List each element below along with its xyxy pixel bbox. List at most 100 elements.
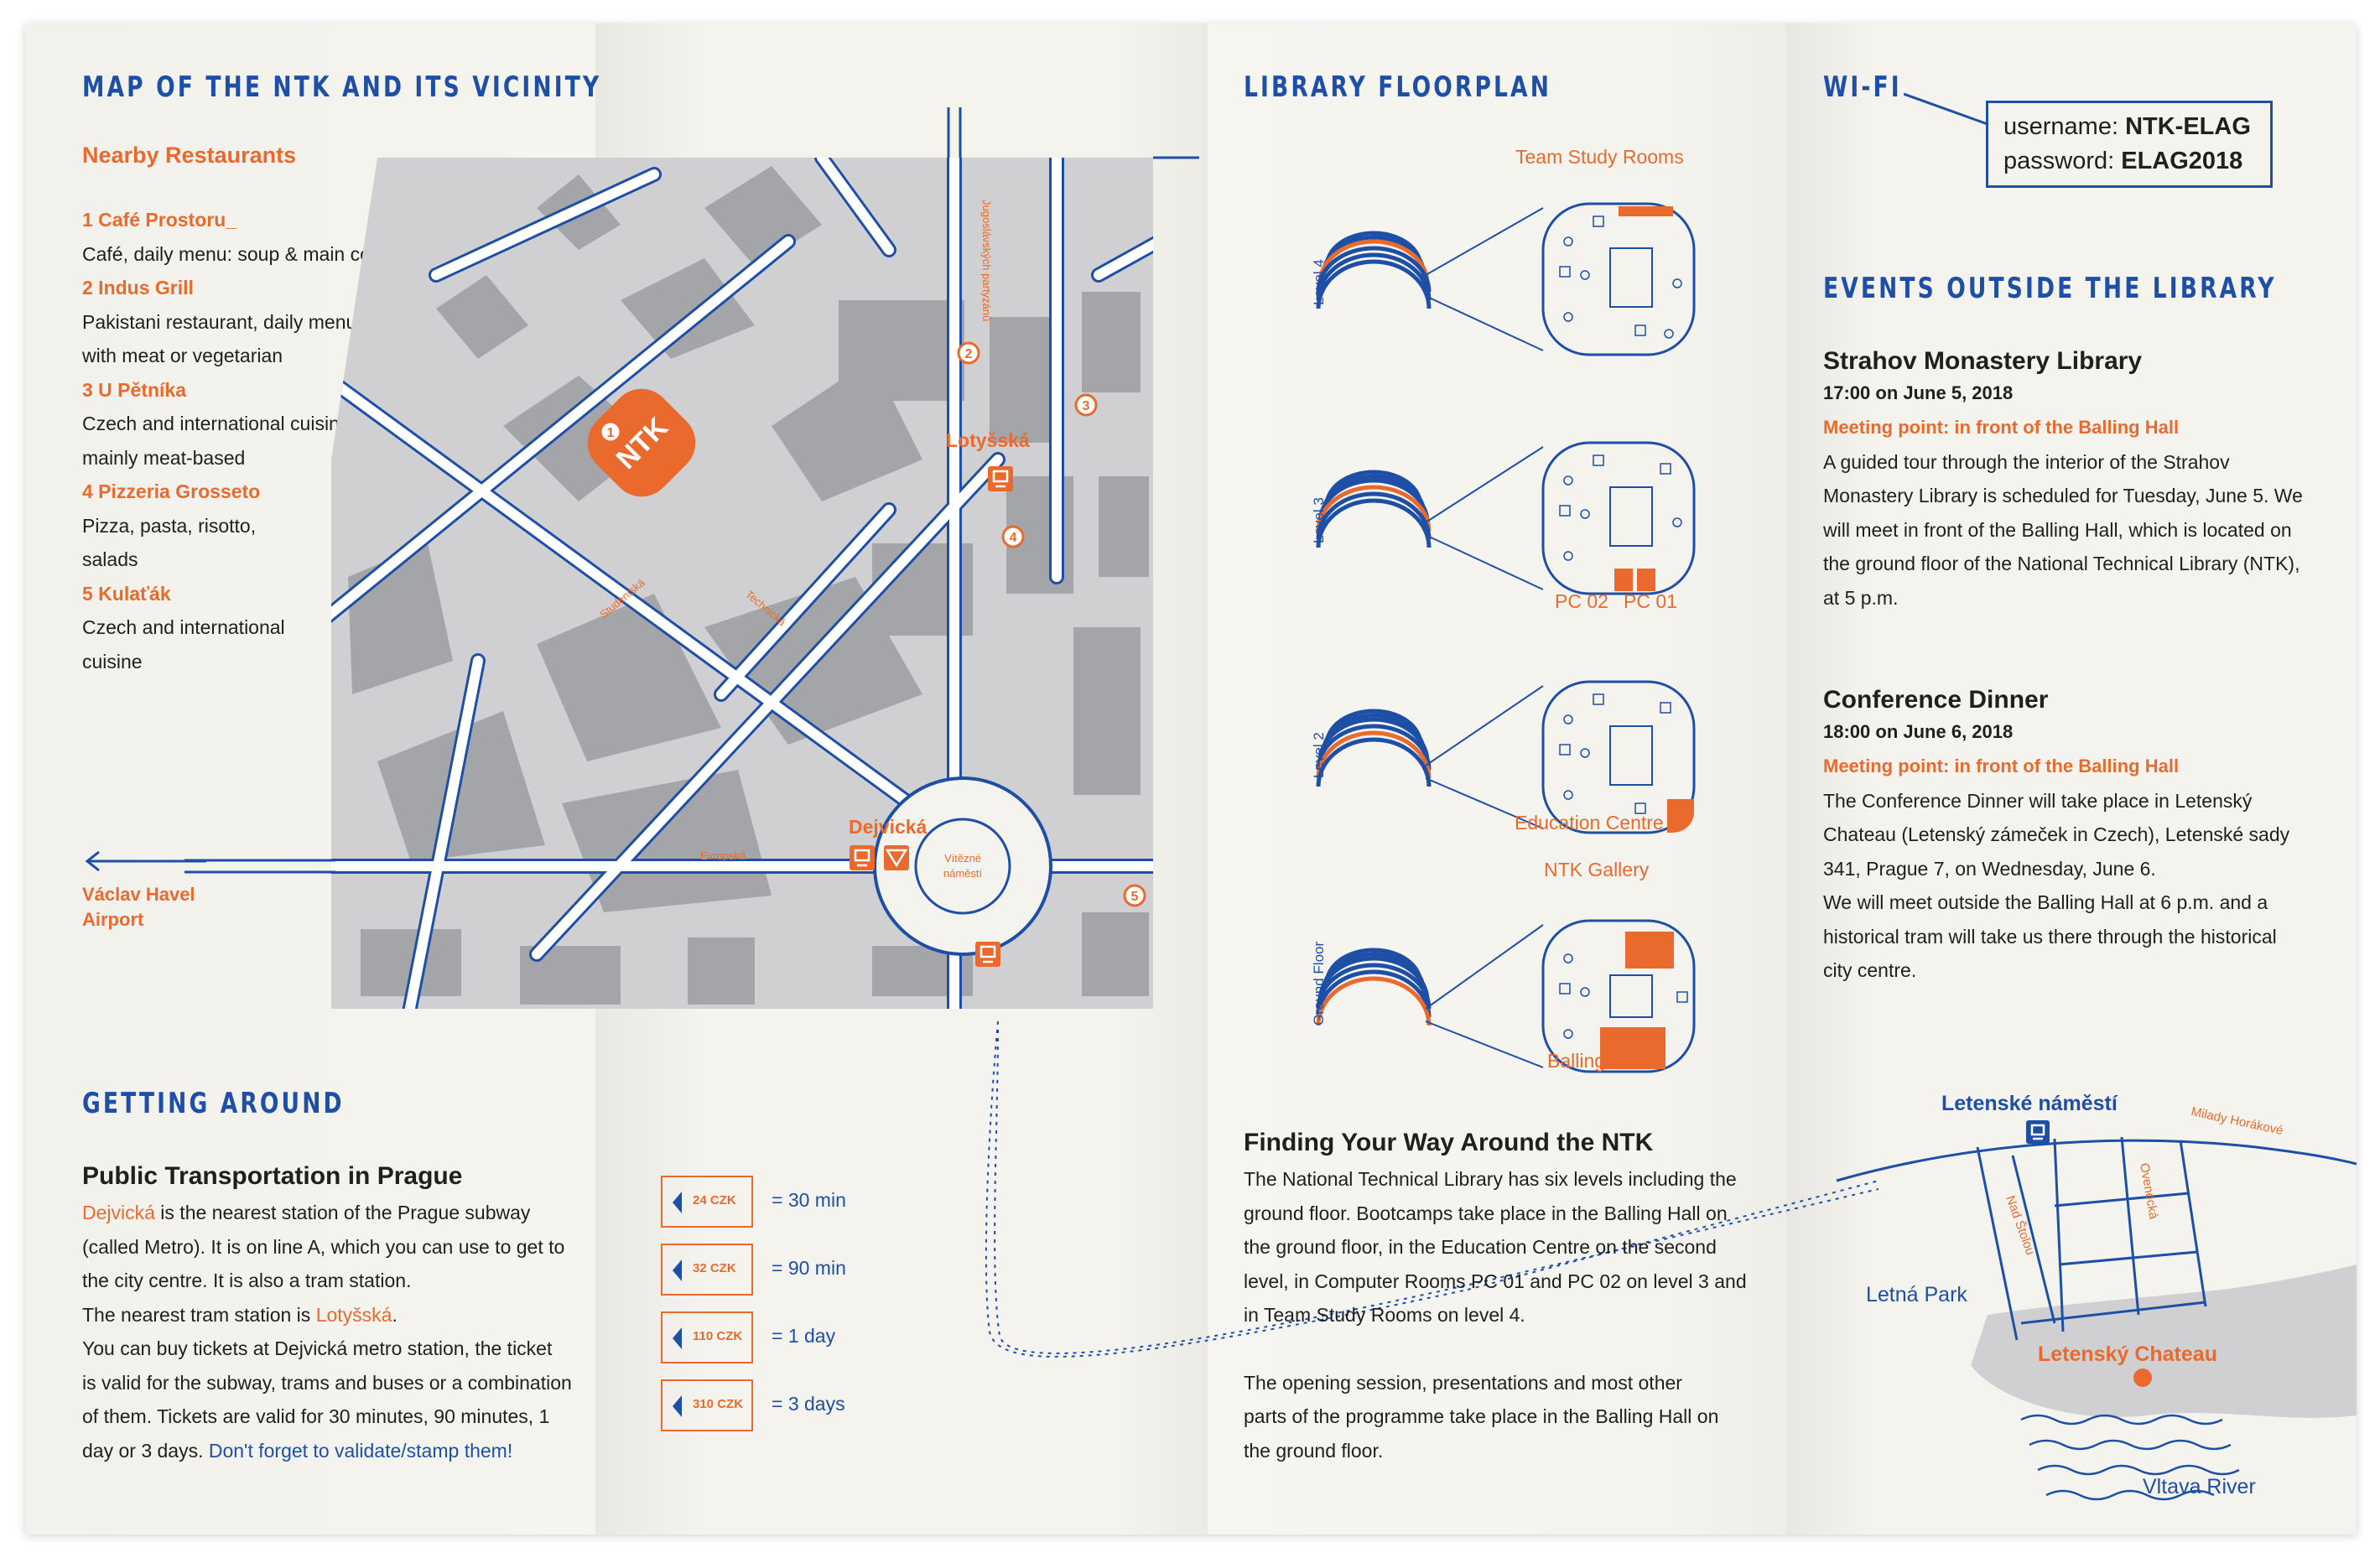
- ticket-duration: = 3 days: [772, 1393, 845, 1415]
- map-marker: 1: [607, 426, 615, 440]
- text-line: The National Technical Library has six l…: [1244, 1168, 1737, 1190]
- text-line: The opening session, presentations and m…: [1244, 1371, 1682, 1394]
- team-study-label: Team Study Rooms: [1515, 146, 1684, 168]
- event-time: 18:00 on June 6, 2018: [1823, 721, 2014, 742]
- getting-around-title: GETTING AROUND: [82, 1087, 345, 1120]
- city-map: NTK 1 2 3 4 5: [184, 107, 1199, 1009]
- tram-icon: [975, 942, 1000, 967]
- text-span: is the nearest station of the Prague sub…: [154, 1202, 531, 1223]
- street-label: Evropská: [700, 849, 746, 862]
- event-meeting: Meeting point: in front of the Balling H…: [1823, 417, 2180, 438]
- text-line: the ground floor.: [1244, 1439, 1384, 1462]
- event-time: 17:00 on June 5, 2018: [1823, 382, 2014, 403]
- floorplan-title: LIBRARY FLOORPLAN: [1244, 70, 1552, 104]
- event-name: Conference Dinner: [1823, 686, 2049, 714]
- ticket-price: 110 CZK: [693, 1329, 743, 1343]
- river-waves: [2020, 1414, 2240, 1501]
- ticket-duration: = 90 min: [772, 1257, 846, 1279]
- river-label: Vltava River: [2143, 1475, 2256, 1498]
- ticket-duration: = 1 day: [772, 1325, 836, 1347]
- text-line: in Team Study Rooms on level 4.: [1244, 1304, 1525, 1326]
- restaurant-name: 5 Kulaťák: [82, 582, 171, 605]
- text-line: is valid for the subway, trams and buses…: [82, 1371, 572, 1394]
- ticket-arrow-icon: [673, 1259, 682, 1281]
- validate-note: Don't forget to validate/stamp them!: [208, 1439, 513, 1462]
- ticket-price: 24 CZK: [693, 1193, 736, 1207]
- restaurant-name: 3 U Pětníka: [82, 378, 186, 401]
- text-span: .: [392, 1303, 398, 1326]
- restaurant-desc: Czech and international: [82, 616, 285, 638]
- tram-icon: [988, 466, 1013, 491]
- restaurant-name: 4 Pizzeria Grosseto: [82, 480, 261, 502]
- letenske-label: Letenské náměstí: [1941, 1092, 2118, 1115]
- text-span: The nearest tram station is: [82, 1303, 316, 1326]
- text-line: historical tram will take us there throu…: [1823, 925, 2277, 948]
- text-line: parts of the programme take place in the…: [1244, 1405, 1719, 1427]
- ticket-arrow-icon: [673, 1192, 682, 1213]
- ticket-badge: 24 CZK: [661, 1176, 753, 1228]
- text-line: at 5 p.m.: [1823, 586, 1899, 609]
- text-line: city centre.: [1823, 959, 1917, 981]
- wifi-password: ELAG2018: [2121, 148, 2243, 174]
- brochure-sheet: MAP OF THE NTK AND ITS VICINITY Nearby R…: [25, 23, 2357, 1535]
- map-marker: 2: [965, 347, 973, 361]
- wifi-title: WI-FI: [1823, 70, 1902, 104]
- text-line: We will meet outside the Balling Hall at…: [1823, 891, 2268, 913]
- map-section-title: MAP OF THE NTK AND ITS VICINITY: [82, 70, 602, 104]
- password-label: password:: [2003, 148, 2122, 174]
- tram-icon: [2026, 1120, 2050, 1144]
- restaurant-desc: Czech and international cuisine,: [82, 413, 356, 434]
- text-line: Chateau (Letenský zámeček in Czech), Let…: [1823, 823, 2290, 845]
- level-label: Level 2: [1311, 732, 1327, 778]
- text-line: of them. Tickets are valid for 30 minute…: [82, 1405, 550, 1427]
- map-marker: 3: [1083, 399, 1090, 413]
- vitezne-label: Vítězné: [944, 852, 981, 865]
- balling-hall-label: Balling Hall: [1547, 1050, 1645, 1072]
- street-label: Ovenecká: [2137, 1162, 2161, 1221]
- station-link: Dejvická: [82, 1202, 155, 1223]
- transport-text: Dejvická is the nearest station of the P…: [82, 1196, 619, 1467]
- ticket-arrow-icon: [673, 1395, 682, 1417]
- wifi-credentials-box: username: NTK-ELAG password: ELAG2018: [1986, 101, 2273, 188]
- text-line: 341, Prague 7, on Wednesday, June 6.: [1823, 857, 2156, 880]
- transport-subtitle: Public Transportation in Prague: [82, 1162, 463, 1190]
- airport-label: Václav Havel Airport: [82, 882, 195, 932]
- text-line: will meet in front of the Balling Hall, …: [1823, 518, 2292, 541]
- text-line: the ground floor of the National Technic…: [1823, 553, 2300, 574]
- tram-icon: [850, 845, 875, 870]
- floorplan-diagram: [1316, 202, 1696, 1073]
- education-centre-label: Education Centre: [1515, 812, 1664, 834]
- text-span: day or 3 days.: [82, 1439, 209, 1462]
- lotysska-label: Lotyšská: [946, 429, 1030, 451]
- street-label: Nad Štolou: [2003, 1194, 2037, 1258]
- map-marker: 4: [1010, 531, 1017, 545]
- ticket-badge: 110 CZK: [661, 1311, 753, 1363]
- text-line: Monastery Library is scheduled for Tuesd…: [1823, 485, 2303, 506]
- level-label: Level 3: [1311, 497, 1327, 543]
- pc02-label: PC 02: [1555, 590, 1608, 612]
- pc01-label: PC 01: [1624, 590, 1677, 612]
- wifi-pointer: [1904, 92, 1989, 139]
- text-line: The Conference Dinner will take place in…: [1823, 789, 2253, 812]
- spacer: [1244, 1332, 1764, 1366]
- restaurant-desc: Pakistani restaurant, daily menu:: [82, 310, 362, 333]
- map-marker: 5: [1131, 890, 1139, 904]
- restaurants-heading: Nearby Restaurants: [82, 143, 297, 168]
- vitezne-label: náměstí: [943, 867, 983, 880]
- street-label: Jugoslávských partyzánů: [980, 200, 993, 321]
- ticket-badge: 32 CZK: [661, 1244, 753, 1296]
- finding-way-title: Finding Your Way Around the NTK: [1244, 1129, 1654, 1156]
- ntk-gallery-label: NTK Gallery: [1544, 859, 1650, 880]
- restaurant-desc: cuisine: [82, 650, 143, 673]
- username-label: username:: [2003, 113, 2126, 140]
- station-link: Lotyšská: [315, 1303, 392, 1326]
- level-label: Level 4: [1311, 259, 1327, 305]
- ticket-price: 32 CZK: [693, 1261, 736, 1275]
- ticket-price: 310 CZK: [693, 1397, 744, 1411]
- chateau-marker: [2133, 1368, 2152, 1387]
- ticket-duration: = 30 min: [772, 1189, 846, 1211]
- event-name: Strahov Monastery Library: [1823, 347, 2143, 375]
- restaurant-desc: mainly meat-based: [82, 446, 246, 469]
- restaurant-desc: salads: [82, 548, 138, 570]
- metro-icon: [884, 845, 909, 870]
